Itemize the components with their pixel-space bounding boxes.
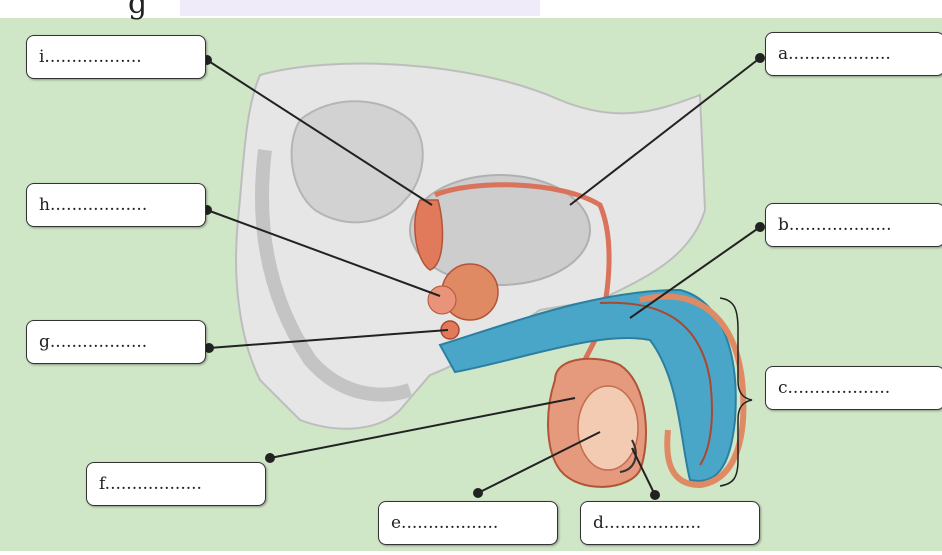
- label-box-c[interactable]: c...................: [765, 366, 942, 410]
- label-box-a[interactable]: a...................: [765, 32, 942, 76]
- leader-dot-g: [205, 344, 213, 352]
- label-box-i[interactable]: i..................: [26, 35, 206, 79]
- leader-dot-a: [756, 54, 764, 62]
- testis: [578, 386, 638, 470]
- leader-dot-d: [651, 491, 659, 499]
- leader-dot-b: [756, 223, 764, 231]
- leader-dot-e: [474, 489, 482, 497]
- label-box-h[interactable]: h..................: [26, 183, 206, 227]
- leader-dot-f: [266, 454, 274, 462]
- label-box-e[interactable]: e..................: [378, 501, 558, 545]
- prostate-lobe: [428, 286, 456, 314]
- label-box-b[interactable]: b...................: [765, 203, 942, 247]
- header-fragment-text: g: [128, 0, 147, 21]
- label-box-d[interactable]: d..................: [580, 501, 760, 545]
- top-banner-watermark: [180, 0, 540, 16]
- label-box-f[interactable]: f..................: [86, 462, 266, 506]
- label-box-g[interactable]: g..................: [26, 320, 206, 364]
